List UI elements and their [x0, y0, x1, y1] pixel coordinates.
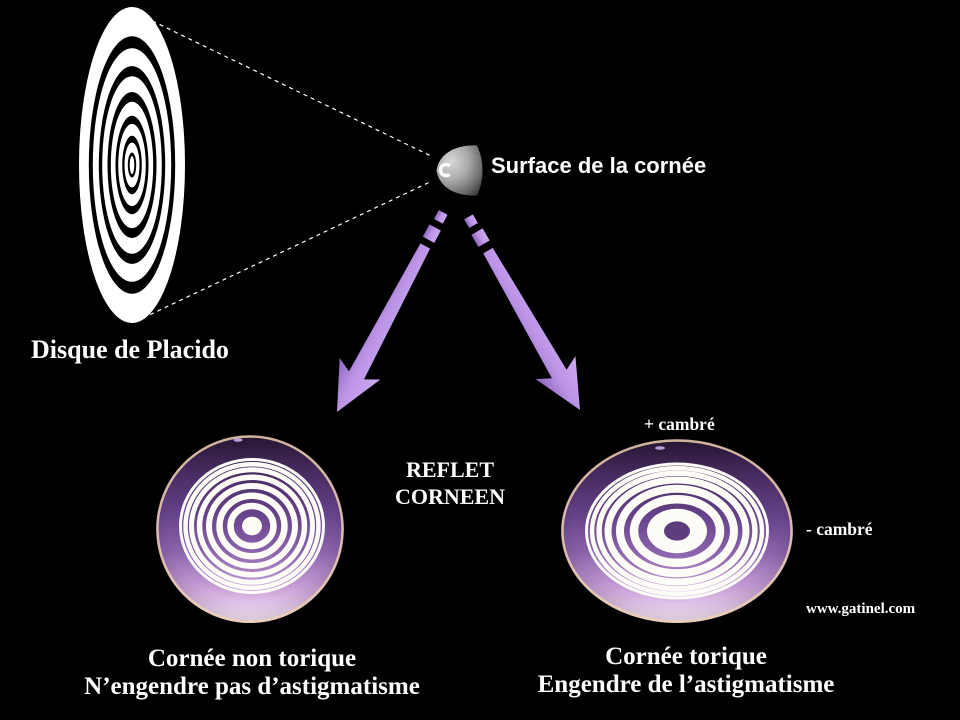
- cornea-reflection-circular: [156, 435, 344, 623]
- projection-line-bottom: [142, 180, 433, 319]
- website-label: www.gatinel.com: [806, 601, 916, 617]
- caption-toric-line1: Cornée torique: [605, 643, 767, 670]
- caption-non-toric: Cornée non torique N’engendre pas d’asti…: [82, 645, 422, 701]
- caption-toric-line2: Engendre de l’astigmatisme: [537, 671, 835, 698]
- cornea-highlight: [438, 162, 454, 178]
- reflection-arrow-right: [464, 214, 580, 410]
- placido-disc: [79, 7, 185, 323]
- surface-cornea-label: Surface de la cornée: [491, 153, 707, 178]
- minus-cambre-label: - cambré: [806, 519, 873, 539]
- plus-cambre-label: + cambré: [644, 414, 715, 434]
- projection-line-top: [137, 13, 434, 158]
- placido-disc-label: Disque de Placido: [31, 335, 229, 364]
- cornea-shape: [436, 145, 483, 196]
- reflection-arrow-left: [337, 210, 448, 412]
- cornea-reflection-toric: [561, 439, 793, 623]
- projection-lines: [137, 13, 434, 319]
- caption-non-toric-line1: Cornée non torique: [147, 645, 357, 672]
- corneal-reflection-label: REFLET CORNEEN: [360, 456, 540, 510]
- reflet-line1: REFLET: [405, 457, 495, 482]
- specular-speck: [233, 438, 243, 442]
- caption-toric: Cornée torique Engendre de l’astigmatism…: [516, 643, 856, 699]
- reflet-line2: CORNEEN: [394, 484, 505, 509]
- caption-non-toric-line2: N’engendre pas d’astigmatisme: [84, 673, 420, 700]
- specular-speck: [655, 446, 665, 450]
